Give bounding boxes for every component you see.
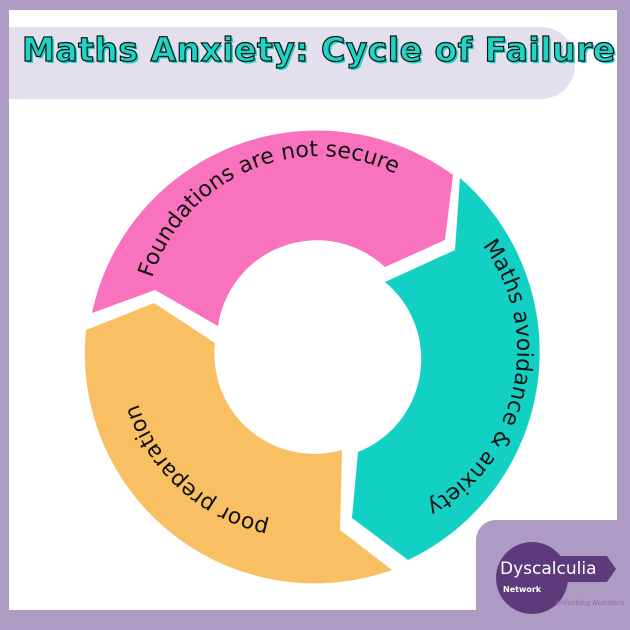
logo-name: Dyscalculia <box>500 559 597 579</box>
segment-foundations <box>92 130 453 326</box>
segment-avoidance <box>352 178 540 560</box>
title-banner <box>9 27 575 99</box>
page-title: Maths Anxiety: Cycle of Failure <box>21 29 616 69</box>
logo-tagline: Unlocking Numbers <box>556 599 625 607</box>
segment-preparation <box>84 303 392 584</box>
logo-subtitle: Network <box>503 585 542 594</box>
key-blade-icon <box>540 556 616 582</box>
